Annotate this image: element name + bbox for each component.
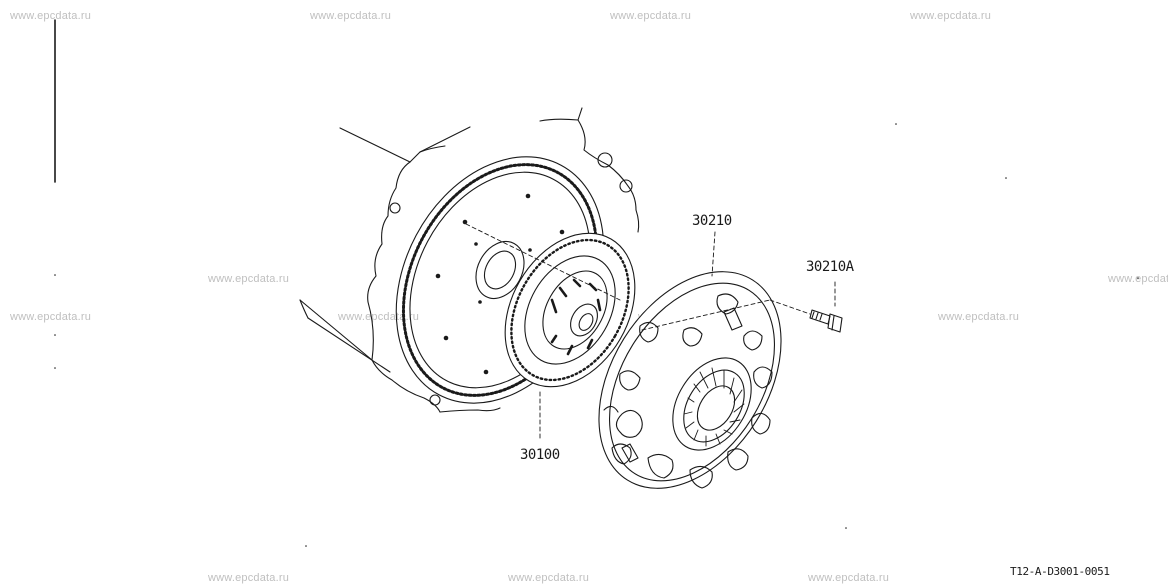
watermark: www.epcdata.ru bbox=[910, 10, 992, 22]
leader-lines bbox=[465, 223, 836, 441]
watermark: www.epcdata.ru bbox=[508, 572, 590, 584]
watermark: www.epcdata.ru bbox=[808, 572, 890, 584]
cover-bolt bbox=[809, 309, 843, 333]
watermark: www.epcdata.ru bbox=[10, 311, 92, 323]
watermark: www.epcdata.ru bbox=[208, 572, 290, 584]
label-clutch-cover[interactable]: 30210 bbox=[692, 213, 732, 229]
watermark: www.epcdata.ru bbox=[1108, 273, 1168, 285]
engine-block-outline bbox=[299, 107, 640, 413]
watermark: www.epcdata.ru bbox=[310, 10, 392, 22]
watermark: www.epcdata.ru bbox=[10, 10, 92, 22]
watermark: www.epcdata.ru bbox=[208, 273, 290, 285]
label-cover-bolt[interactable]: 30210A bbox=[806, 259, 854, 275]
clutch-cover bbox=[598, 271, 782, 489]
watermark: www.epcdata.ru bbox=[938, 311, 1020, 323]
label-clutch-disc[interactable]: 30100 bbox=[520, 447, 560, 463]
watermark: www.epcdata.ru bbox=[610, 10, 692, 22]
diagram-code: T12-A-D3001-0051 bbox=[1010, 565, 1110, 578]
watermark: www.epcdata.ru bbox=[338, 311, 420, 323]
clutch-disc bbox=[504, 232, 636, 388]
stray-marks bbox=[54, 123, 1139, 547]
